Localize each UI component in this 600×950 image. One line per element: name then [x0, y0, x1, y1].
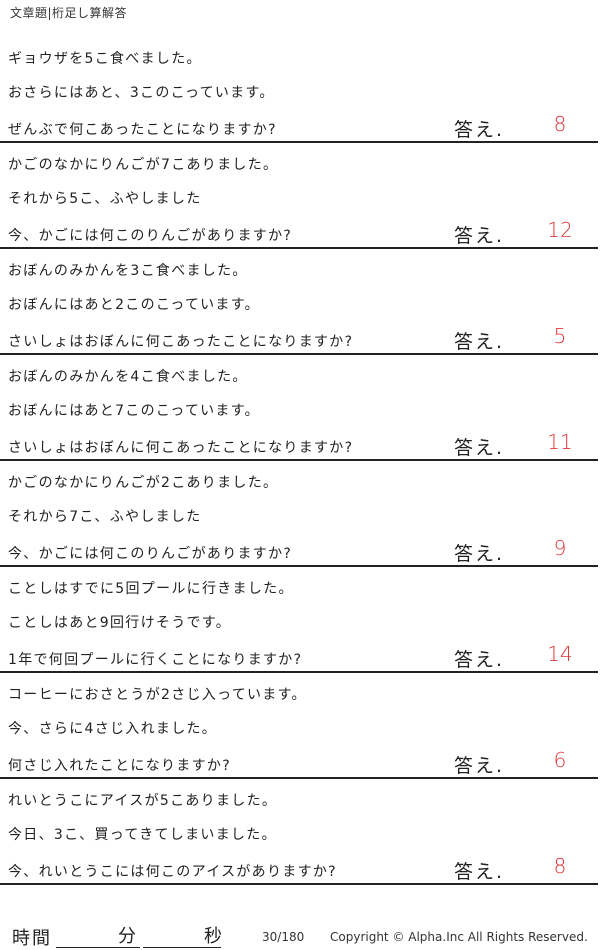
problem-line: ことしはすでに5回プールに行きました。	[8, 581, 294, 597]
minutes-label: 分	[118, 926, 136, 947]
answer-label: 答え.	[454, 437, 505, 459]
problem-question: 今、かごには何このりんごがありますか?	[8, 228, 293, 244]
problem-line: おさらにはあと、3このこっています。	[8, 85, 275, 101]
problem: れいとうこにアイスが5こありました。 今日、3こ、買ってきてしまいました。 今、…	[0, 778, 598, 885]
answer-value: 6	[553, 748, 567, 772]
answer-value: 12	[547, 218, 573, 242]
problem-line: コーヒーにおさとうが2さじ入っています。	[8, 687, 307, 703]
answer-label: 答え.	[454, 119, 505, 141]
problem-question: 今、かごには何このりんごがありますか?	[8, 546, 293, 562]
problem: ギョウザを5こ食べました。 おさらにはあと、3このこっています。 ぜんぶで何こあ…	[0, 36, 598, 143]
problem-question: さいしょはおぼんに何こあったことになりますか?	[8, 334, 354, 350]
problem: おぼんのみかんを4こ食べました。 おぼんにはあと7このこっています。 さいしょは…	[0, 354, 598, 461]
problem-line: おぼんのみかんを4こ食べました。	[8, 369, 248, 385]
time-label: 時間	[12, 928, 52, 949]
problem: おぼんのみかんを3こ食べました。 おぼんにはあと2このこっています。 さいしょは…	[0, 248, 598, 355]
problem-line: おぼんにはあと2このこっています。	[8, 297, 260, 313]
problem-question: 1年で何回プールに行くことになりますか?	[8, 652, 303, 668]
divider	[0, 353, 598, 355]
problem-line: かごのなかにりんごが2こありました。	[8, 475, 279, 491]
divider	[0, 883, 598, 885]
problem: かごのなかにりんごが7こありました。 それから5こ、ふやしました 今、かごには何…	[0, 142, 598, 249]
problem-line: 今、さらに4さじ入れました。	[8, 721, 218, 737]
divider	[0, 565, 598, 567]
problem: かごのなかにりんごが2こありました。 それから7こ、ふやしました 今、かごには何…	[0, 460, 598, 567]
problem-line: ことしはあと9回行けそうです。	[8, 615, 232, 631]
answer-value: 14	[547, 642, 573, 666]
divider	[0, 671, 598, 673]
divider	[0, 777, 598, 779]
problem-question: 何さじ入れたことになりますか?	[8, 758, 231, 774]
answer-label: 答え.	[454, 225, 505, 247]
problem: コーヒーにおさとうが2さじ入っています。 今、さらに4さじ入れました。 何さじ入…	[0, 672, 598, 779]
problem-line: ギョウザを5こ食べました。	[8, 51, 202, 67]
page-title: 文章題|桁足し算解答	[10, 6, 128, 20]
answer-value: 11	[547, 430, 573, 454]
copyright: Copyright © Alpha.Inc All Rights Reserve…	[330, 930, 588, 944]
problem-line: 今日、3こ、買ってきてしまいました。	[8, 827, 277, 843]
answer-value: 8	[553, 854, 567, 878]
problem-line: それから7こ、ふやしました	[8, 509, 202, 525]
problem-line: かごのなかにりんごが7こありました。	[8, 157, 279, 173]
problem-line: それから5こ、ふやしました	[8, 191, 202, 207]
divider	[0, 459, 598, 461]
answer-label: 答え.	[454, 331, 505, 353]
minutes-blank	[56, 947, 140, 948]
problem-question: ぜんぶで何こあったことになりますか?	[8, 122, 277, 138]
problem-line: おぼんのみかんを3こ食べました。	[8, 263, 248, 279]
answer-value: 5	[553, 324, 567, 348]
page-number: 30/180	[262, 930, 305, 944]
problem-line: おぼんにはあと7このこっています。	[8, 403, 260, 419]
answer-label: 答え.	[454, 543, 505, 565]
divider	[0, 141, 598, 143]
divider	[0, 247, 598, 249]
problem: ことしはすでに5回プールに行きました。 ことしはあと9回行けそうです。 1年で何…	[0, 566, 598, 673]
problem-question: さいしょはおぼんに何こあったことになりますか?	[8, 440, 354, 456]
answer-value: 8	[553, 112, 567, 136]
answer-value: 9	[553, 536, 567, 560]
answer-label: 答え.	[454, 755, 505, 777]
seconds-blank	[143, 947, 221, 948]
seconds-label: 秒	[204, 926, 222, 947]
problem-question: 今、れいとうこには何このアイスがありますか?	[8, 864, 337, 880]
footer: 時間 分 秒 30/180 Copyright © Alpha.Inc All …	[0, 918, 600, 949]
problem-line: れいとうこにアイスが5こありました。	[8, 793, 278, 809]
answer-label: 答え.	[454, 861, 505, 883]
answer-label: 答え.	[454, 649, 505, 671]
